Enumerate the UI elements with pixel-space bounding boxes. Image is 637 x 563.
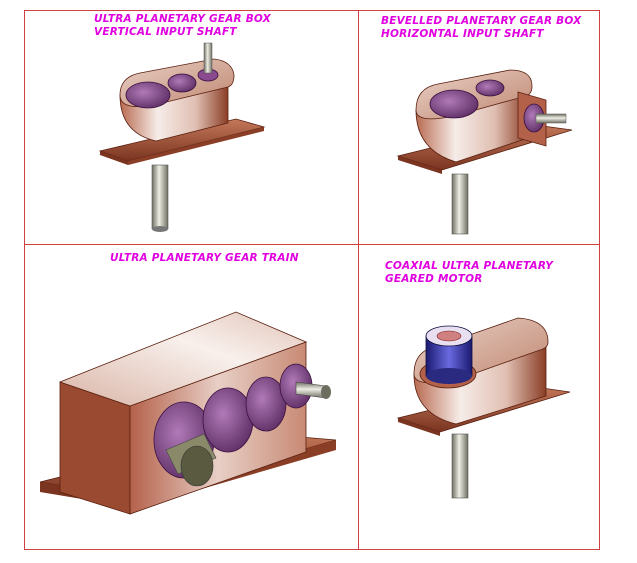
coaxial-geared-motor-illustration	[396, 317, 571, 499]
caption-panel3: ULTRA PLANETARY GEAR TRAIN	[110, 252, 299, 265]
caption-panel2: BEVELLED PLANETARY GEAR BOX HORIZONTAL I…	[381, 15, 581, 41]
gearbox-vertical-input-illustration	[98, 42, 266, 232]
grid-divider-horizontal	[24, 244, 600, 245]
caption-panel1-line2: VERTICAL INPUT SHAFT	[94, 26, 237, 38]
caption-panel4-line1: COAXIAL ULTRA PLANETARY	[385, 260, 554, 272]
caption-panel4: COAXIAL ULTRA PLANETARY GEARED MOTOR	[385, 260, 553, 286]
gear-train-illustration	[39, 311, 337, 515]
grid-divider-vertical	[358, 10, 359, 550]
caption-panel2-line1: BEVELLED PLANETARY GEAR BOX	[381, 15, 582, 27]
caption-panel1-line1: ULTRA PLANETARY GEAR BOX	[94, 13, 271, 25]
caption-panel1: ULTRA PLANETARY GEAR BOX VERTICAL INPUT …	[94, 13, 271, 39]
grid-frame	[24, 10, 600, 550]
gearbox-horizontal-input-illustration	[396, 69, 573, 235]
caption-panel4-line2: GEARED MOTOR	[385, 273, 483, 285]
caption-panel2-line2: HORIZONTAL INPUT SHAFT	[381, 28, 544, 40]
caption-panel3-line1: ULTRA PLANETARY GEAR TRAIN	[110, 252, 299, 264]
